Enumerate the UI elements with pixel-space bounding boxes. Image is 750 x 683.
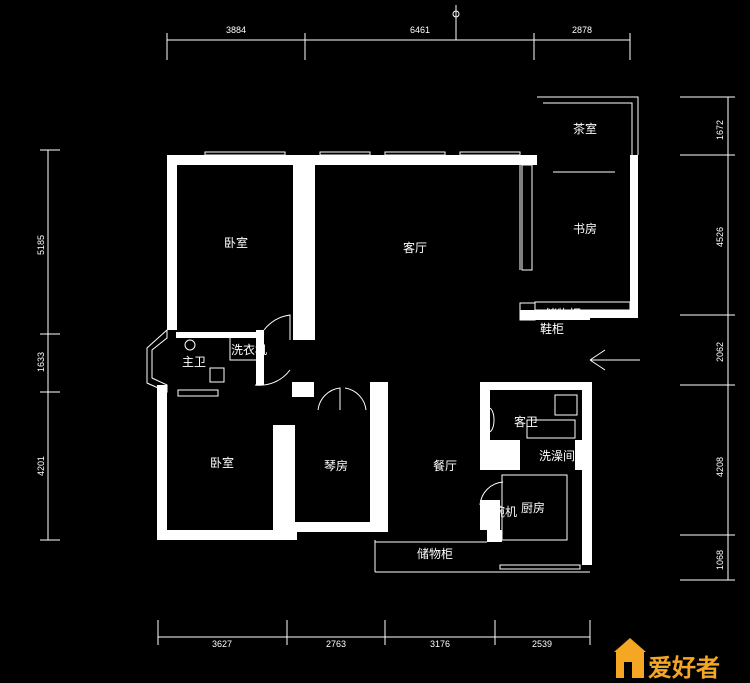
brand-logo: 爱好者 [614,638,720,682]
walls [157,155,638,565]
dim-bottom-3: 3176 [430,639,450,649]
room-labels: 卧室 衣 柜 客厅 茶室 书房 储物柜 鞋柜 主卫 洗衣机 卧室 衣 柜 琴房 … [182,121,597,561]
room-label-storage-cabinet-study: 储物柜 [545,306,581,321]
room-label-fridge: 冰箱 [487,450,511,465]
room-label-piano-room: 琴房 [324,458,348,473]
window-outlines [146,96,640,573]
room-label-wardrobe-3-a: 衣 [374,445,386,460]
dim-left-1: 5185 [36,235,46,255]
logo-text: 爱好者 [648,654,720,682]
dim-left-3: 4201 [36,456,46,476]
dim-right-2: 4526 [715,227,725,247]
dim-top-3: 2878 [572,25,592,35]
dim-bottom-2: 2763 [326,639,346,649]
dim-right-5: 1068 [715,550,725,570]
room-label-kitchen: 厨房 [521,500,545,515]
room-label-shoe-cabinet: 鞋柜 [540,321,564,336]
dim-right-4: 4208 [715,457,725,477]
dimension-labels: 3884 6461 2878 3627 2763 3176 2539 5185 … [36,25,725,649]
room-label-dishwasher: 洗碗机 [481,504,517,519]
room-label-wardrobe-2-b: 柜 [276,476,288,490]
dim-right-3: 2062 [715,342,725,362]
room-label-guest-bath: 客卫 [514,414,538,429]
room-label-master-bath: 主卫 [182,355,206,369]
room-label-laundry: 洗衣机 [231,342,267,357]
dim-top-1: 3884 [226,25,246,35]
dim-left-2: 1633 [36,352,46,372]
room-label-wardrobe-1-b: 柜 [299,258,311,272]
room-label-bedroom-top: 卧室 [224,235,248,250]
room-label-tea-room: 茶室 [573,121,597,136]
room-label-wardrobe-3-b: 柜 [374,463,386,477]
room-label-living-room: 客厅 [403,240,427,255]
dim-right-1: 1672 [715,120,725,140]
room-label-storage-cabinet-dining: 储物柜 [417,546,453,561]
dimension-lines [40,5,735,645]
room-label-wardrobe-2-a: 衣 [276,458,288,473]
dim-bottom-1: 3627 [212,639,232,649]
dim-bottom-4: 2539 [532,639,552,649]
room-label-shower-room: 洗澡间 [539,449,575,463]
room-label-study: 书房 [573,221,597,236]
room-label-dining-room: 餐厅 [433,458,457,473]
room-label-bedroom-bottom: 卧室 [210,455,234,470]
dim-top-2: 6461 [410,25,430,35]
room-label-wardrobe-1-a: 衣 [299,240,311,255]
